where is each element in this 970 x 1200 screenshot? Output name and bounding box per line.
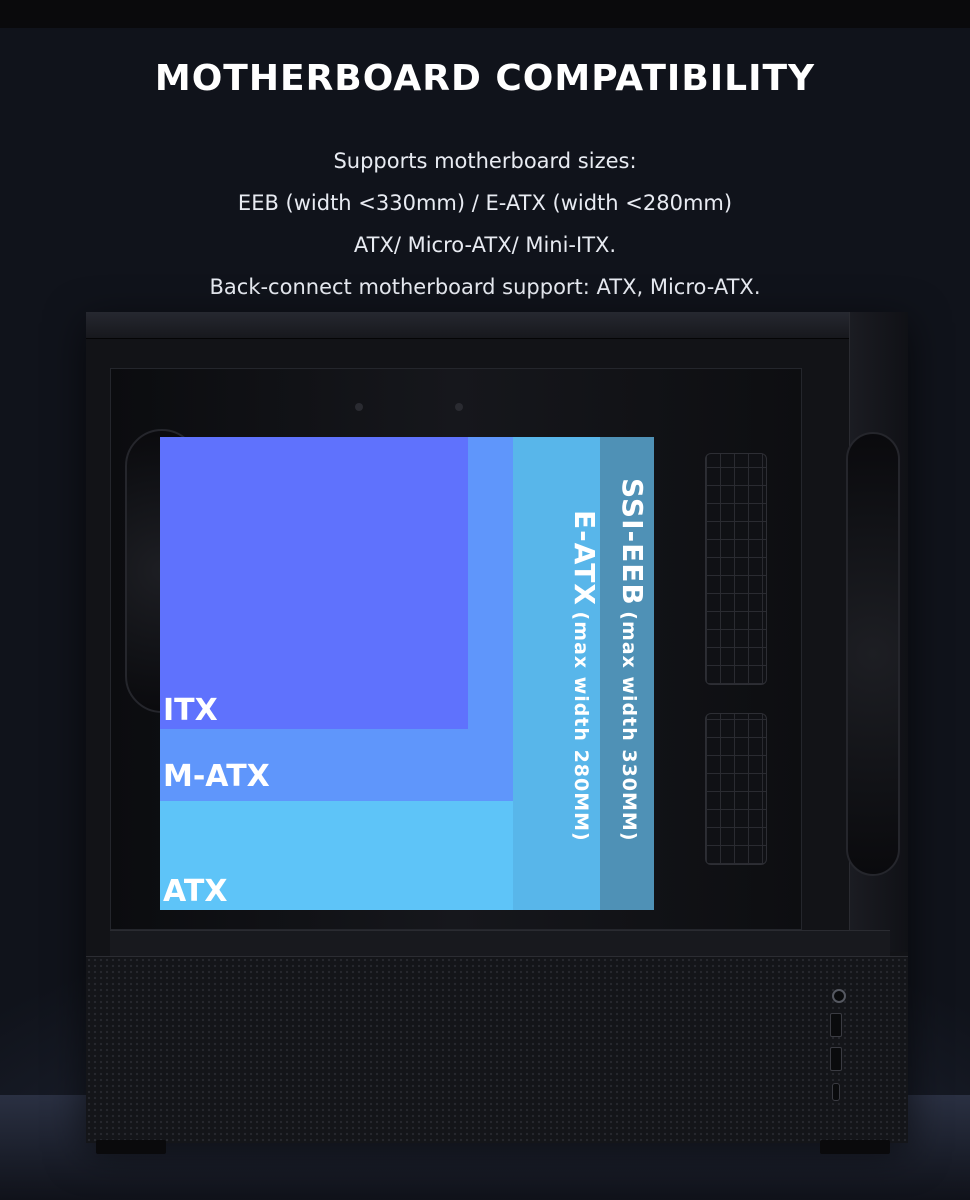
e-atx-label: E-ATX (max width 280MM): [568, 510, 601, 842]
e-atx-title: E-ATX: [568, 510, 601, 606]
usb-c-port-icon: [832, 1083, 840, 1101]
top-bar: [0, 0, 970, 28]
description-line: ATX/ Micro-ATX/ Mini-ITX.: [353, 233, 617, 257]
psu-shroud: [110, 930, 890, 959]
case-foot: [820, 1140, 890, 1154]
case-top-frame: [86, 312, 908, 339]
case-front-panel: [846, 312, 908, 952]
description-line: Supports motherboard sizes:: [333, 149, 637, 173]
description: Supports motherboard sizes: EEB (width <…: [0, 140, 970, 308]
itx-label: ITX: [163, 693, 218, 728]
ssi-eeb-note: (max width 330MM): [618, 611, 640, 842]
description-line: EEB (width <330mm) / E-ATX (width <280mm…: [237, 191, 733, 215]
usb-port-icon: [830, 1013, 842, 1037]
power-button-icon[interactable]: [832, 989, 846, 1003]
fan-icon: [846, 432, 900, 876]
description-line: Back-connect motherboard support: ATX, M…: [209, 275, 761, 299]
mesh-panel: [86, 956, 908, 1143]
atx-label: ATX: [163, 874, 228, 909]
screw-icon: [455, 403, 463, 411]
vent-panel: [705, 453, 767, 685]
case-foot: [96, 1140, 166, 1154]
page-title: MOTHERBOARD COMPATIBILITY: [154, 58, 816, 99]
ssi-eeb-label: SSI-EEB (max width 330MM): [616, 478, 649, 842]
ssi-eeb-title: SSI-EEB: [616, 478, 649, 606]
usb-port-icon: [830, 1047, 842, 1071]
vent-panel: [705, 713, 767, 865]
e-atx-note: (max width 280MM): [570, 611, 592, 842]
screw-icon: [355, 403, 363, 411]
m-atx-label: M-ATX: [163, 759, 270, 794]
board-itx: [160, 437, 468, 729]
